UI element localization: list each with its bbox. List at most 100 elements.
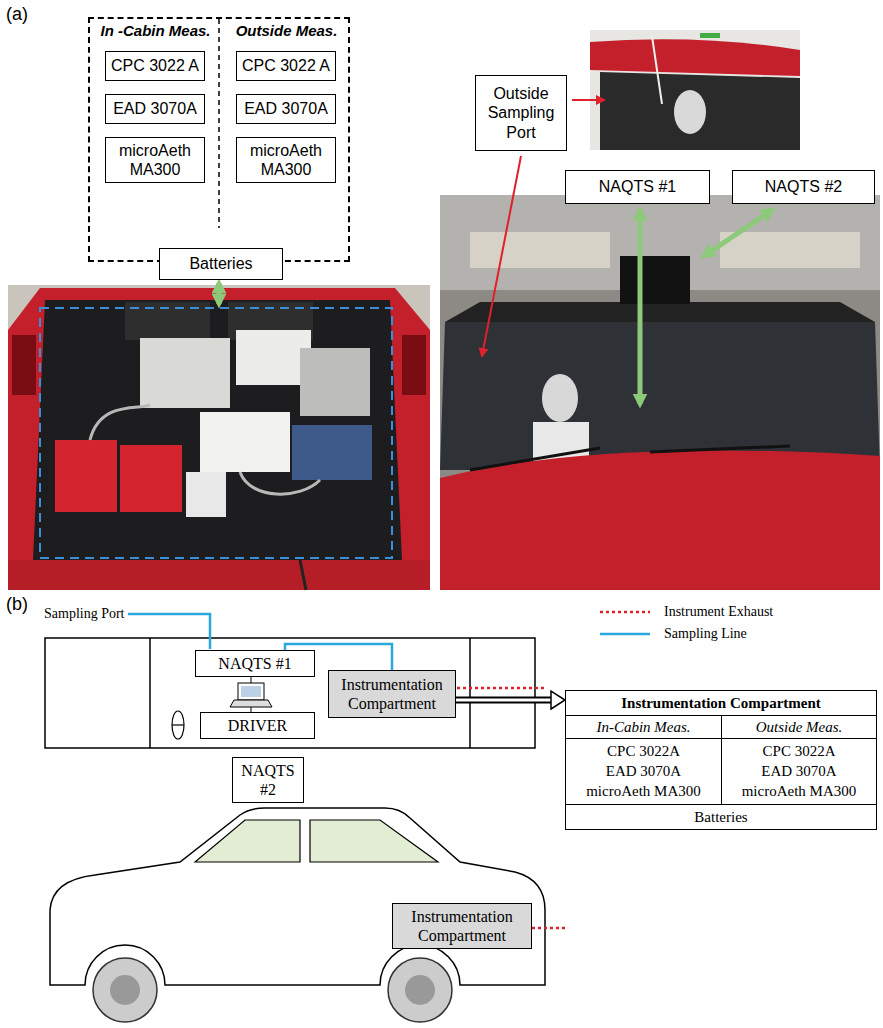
- car-top-view: [45, 638, 535, 748]
- callout-label: NAQTS #2: [765, 177, 842, 196]
- callout-label: NAQTS #1: [599, 177, 676, 196]
- arrow-shaft: [456, 697, 555, 704]
- table-cell: In-Cabin Meas.: [566, 716, 721, 739]
- table-column: In-Cabin Meas.CPC 3022AEAD 3070AmicroAet…: [566, 716, 721, 804]
- callout-box: Outside Sampling Port: [475, 75, 567, 151]
- car-section-line: [469, 638, 471, 748]
- box-label: DRIVER: [228, 716, 288, 735]
- car-wheel: [388, 958, 452, 1022]
- box-label: EAD 3070A: [244, 99, 328, 118]
- car-wheel: [93, 958, 157, 1022]
- mannequin-head: [674, 90, 706, 134]
- table-row: Batteries: [566, 804, 876, 829]
- cable: [251, 707, 252, 712]
- instrument-box: EAD 3070A: [105, 94, 205, 124]
- car-roof: [590, 39, 800, 76]
- cable: [251, 677, 252, 683]
- cable: [300, 560, 306, 590]
- table-cell: CPC 3022A: [760, 741, 839, 761]
- laptop-icon: [241, 686, 261, 697]
- compartment-box: Instrumentation Compartment: [328, 670, 456, 718]
- laptop-icon: [238, 683, 264, 700]
- car-wheel: [110, 975, 140, 1005]
- table-cell: CPC 3022A: [604, 741, 683, 761]
- instrument-case: [292, 425, 372, 480]
- red-arrow: [482, 156, 521, 356]
- instrument-box: CPC 3022 A: [236, 51, 336, 81]
- battery-pack: [120, 445, 182, 512]
- instrument-case: [236, 330, 311, 385]
- car-bumper: [8, 560, 430, 590]
- instrument-case: [300, 348, 370, 416]
- photo-ground: [590, 30, 800, 150]
- box-label: NAQTS #2: [237, 761, 299, 799]
- table-cell: Outside Meas.: [722, 716, 876, 739]
- wall-poster: [720, 232, 860, 268]
- instrument-case: [200, 412, 290, 472]
- sampling-line: [285, 644, 392, 670]
- compartment-box: Instrumentation Compartment: [392, 903, 532, 949]
- car-roof: [445, 302, 875, 322]
- battery-box: Batteries: [159, 248, 283, 280]
- instrument-case: [186, 472, 226, 517]
- wiper: [470, 446, 790, 470]
- sampling-sample: [600, 633, 650, 636]
- car-window: [195, 820, 300, 862]
- box-label: Instrumentation Compartment: [333, 675, 451, 713]
- highlight-rect: [40, 308, 392, 558]
- port-label: Sampling Port: [44, 606, 125, 622]
- table-cell: EAD 3070A: [758, 761, 839, 781]
- table-cell: microAeth MA300: [739, 781, 860, 801]
- tape: [700, 33, 720, 38]
- legend-label: Instrument Exhaust: [664, 604, 773, 620]
- green-arrow: [704, 210, 772, 256]
- instrument-box: microAeth MA300: [105, 137, 205, 183]
- legend: Instrument ExhaustSampling Line: [600, 601, 773, 645]
- box-label: EAD 3070A: [113, 99, 197, 118]
- flow-arrow: [456, 691, 565, 709]
- table-heading: Instrumentation Compartment: [566, 691, 876, 716]
- callout-box: NAQTS #2: [732, 170, 875, 204]
- box-label: CPC 3022 A: [111, 56, 199, 75]
- trunk-opening: [33, 300, 402, 560]
- legend-sample: [600, 629, 650, 639]
- table-cell: microAeth MA300: [583, 781, 704, 801]
- steering-wheel: [172, 711, 184, 739]
- box-label: CPC 3022 A: [242, 56, 330, 75]
- instrument-case: [140, 338, 230, 408]
- mannequin-head: [542, 374, 578, 422]
- column-heading: Outside Meas.: [221, 22, 352, 40]
- sampling-line: [128, 614, 210, 649]
- car-wheel: [405, 975, 435, 1005]
- column-heading: In -Cabin Meas.: [90, 22, 221, 40]
- exhaust-line: [457, 687, 545, 690]
- steering-wheel: [172, 724, 184, 725]
- green-arrow: [217, 283, 222, 304]
- table-cell: EAD 3070A: [603, 761, 684, 781]
- green-arrow: [638, 210, 643, 404]
- box-label: Batteries: [189, 254, 252, 273]
- instrument-group-box: In -Cabin Meas.Outside Meas. CPC 3022 A EA…: [88, 17, 350, 262]
- arrow-head: [551, 691, 565, 709]
- panel-label: (a): [6, 4, 28, 25]
- car-section-line: [149, 638, 151, 748]
- box-label: microAeth MA300: [241, 141, 331, 179]
- legend-sample: [600, 607, 650, 617]
- tail-light: [12, 335, 36, 395]
- box-label: microAeth MA300: [110, 141, 200, 179]
- callout-box: NAQTS #1: [565, 170, 710, 204]
- compartment-table: Instrumentation CompartmentIn-Cabin Meas…: [565, 690, 877, 830]
- legend-row: Sampling Line: [600, 623, 773, 645]
- arrow-shaft: [456, 699, 555, 702]
- table-column: Outside Meas.CPC 3022AEAD 3070AmicroAeth…: [721, 716, 876, 804]
- laptop-icon: [230, 700, 272, 707]
- instrument-box: NAQTS #2: [232, 757, 304, 803]
- car-rear-body: [8, 288, 430, 590]
- instrument-box: microAeth MA300: [236, 137, 336, 183]
- callout-label: Outside Sampling Port: [480, 84, 562, 142]
- box-label: NAQTS #1: [218, 654, 291, 673]
- photo-ground: [440, 195, 880, 590]
